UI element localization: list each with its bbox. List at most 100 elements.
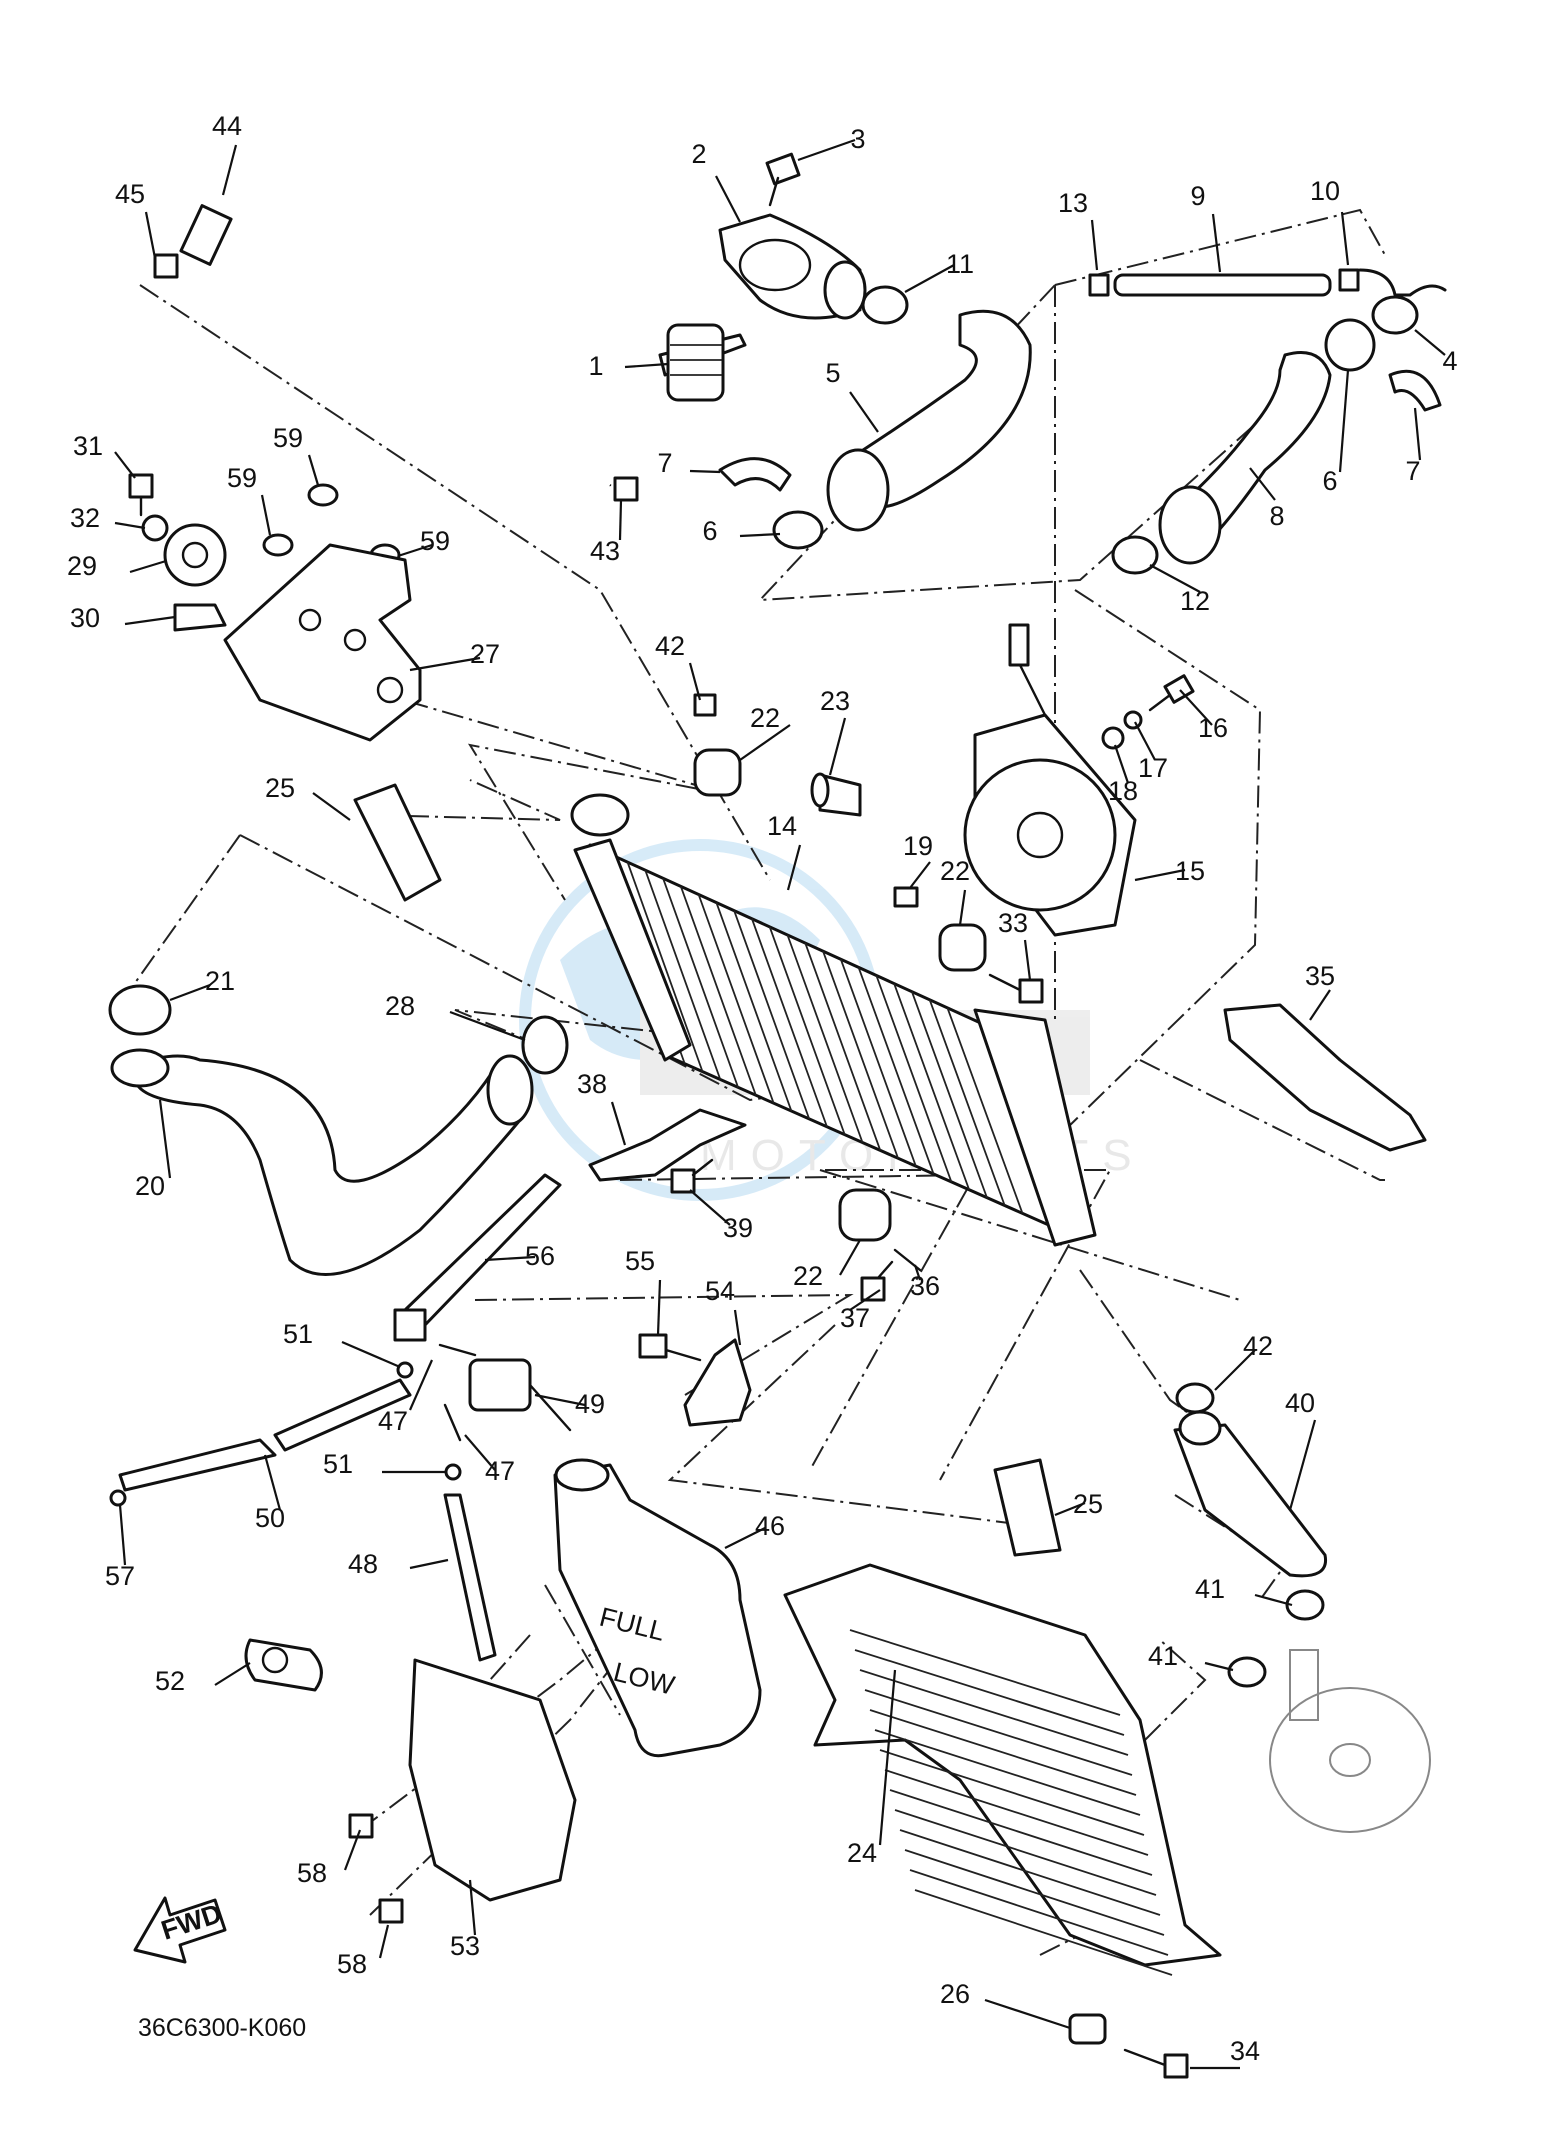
callout-33[interactable]: 33 <box>998 908 1032 981</box>
callout-22[interactable]: 22 <box>793 1239 861 1291</box>
callout-38[interactable]: 38 <box>577 1069 627 1146</box>
callout-23[interactable]: 23 <box>820 686 850 776</box>
radiator-fin <box>857 967 935 1175</box>
callout-16[interactable]: 16 <box>1179 689 1228 743</box>
callout-36[interactable]: 36 <box>910 1264 940 1301</box>
callout-2[interactable]: 2 <box>691 139 741 223</box>
callout-number: 6 <box>702 516 717 546</box>
callout-12[interactable]: 12 <box>1149 564 1210 616</box>
callout-31[interactable]: 31 <box>73 431 136 479</box>
part-20-lower-hose <box>110 1048 534 1276</box>
callout-59[interactable]: 59 <box>227 463 272 536</box>
callout-9[interactable]: 9 <box>1190 181 1222 273</box>
callout-11[interactable]: 11 <box>904 249 974 293</box>
callout-45[interactable]: 45 <box>115 179 157 259</box>
callout-5[interactable]: 5 <box>825 358 879 433</box>
callout-number: 41 <box>1148 1641 1178 1671</box>
callout-26[interactable]: 26 <box>940 1979 1071 2030</box>
callout-number: 58 <box>297 1858 327 1888</box>
radiator-fin <box>804 942 882 1151</box>
callout-42[interactable]: 42 <box>655 631 702 701</box>
callout-44[interactable]: 44 <box>212 111 242 196</box>
callout-41[interactable]: 41 <box>1195 1574 1293 1607</box>
callout-58[interactable]: 58 <box>297 1829 362 1888</box>
callout-49[interactable]: 49 <box>534 1389 605 1419</box>
part-31-bolt <box>128 473 154 517</box>
callout-1[interactable]: 1 <box>588 351 669 381</box>
callout-58[interactable]: 58 <box>337 1924 390 1979</box>
callout-28[interactable]: 28 <box>385 991 526 1042</box>
callout-7[interactable]: 7 <box>657 448 721 478</box>
callout-3[interactable]: 3 <box>797 124 866 162</box>
callout-8[interactable]: 8 <box>1249 467 1285 531</box>
callout-22[interactable]: 22 <box>739 703 791 761</box>
callout-37[interactable]: 37 <box>840 1289 881 1333</box>
callout-30[interactable]: 30 <box>70 603 176 633</box>
callout-47[interactable]: 47 <box>378 1359 434 1436</box>
part-56-level-gauge <box>393 1173 562 1342</box>
callout-leader-line <box>1023 939 1032 981</box>
callout-25[interactable]: 25 <box>1054 1489 1103 1519</box>
callout-24[interactable]: 24 <box>847 1669 897 1868</box>
callout-leader-line <box>739 532 781 538</box>
callout-51[interactable]: 51 <box>283 1319 401 1369</box>
part-18-washer <box>1101 726 1125 750</box>
callout-21[interactable]: 21 <box>169 966 235 1002</box>
callout-55[interactable]: 55 <box>625 1246 662 1336</box>
callout-13[interactable]: 13 <box>1058 188 1099 271</box>
callout-29[interactable]: 29 <box>67 551 167 581</box>
part-51-clip-lower <box>444 1463 462 1481</box>
radiator-fin <box>822 950 899 1159</box>
part-19-nut <box>893 886 919 908</box>
grille-slat <box>909 1869 1169 1956</box>
callout-leader-line <box>343 1829 362 1871</box>
callout-leader-line <box>260 494 272 536</box>
callout-46[interactable]: 46 <box>724 1511 785 1549</box>
callout-20[interactable]: 20 <box>135 1099 172 1201</box>
callout-6[interactable]: 6 <box>702 516 781 546</box>
callout-4[interactable]: 4 <box>1414 329 1458 376</box>
callout-41[interactable]: 41 <box>1148 1641 1234 1672</box>
callout-42[interactable]: 42 <box>1214 1331 1273 1391</box>
callout-35[interactable]: 35 <box>1305 961 1335 1021</box>
callout-48[interactable]: 48 <box>348 1549 449 1579</box>
callout-number: 37 <box>840 1303 870 1333</box>
callout-number: 45 <box>115 179 145 209</box>
callout-56[interactable]: 56 <box>484 1241 555 1271</box>
callout-14[interactable]: 14 <box>767 811 802 891</box>
callout-27[interactable]: 27 <box>409 639 500 672</box>
callout-number: 47 <box>485 1456 515 1486</box>
callout-18[interactable]: 18 <box>1108 744 1138 806</box>
callout-leader-line <box>689 469 721 474</box>
callout-39[interactable]: 39 <box>689 1189 753 1243</box>
callout-43[interactable]: 43 <box>590 499 623 566</box>
callout-59[interactable]: 59 <box>397 526 450 558</box>
callout-10[interactable]: 10 <box>1310 176 1350 266</box>
callout-51[interactable]: 51 <box>323 1449 445 1479</box>
callout-52[interactable]: 52 <box>155 1662 251 1696</box>
callout-40[interactable]: 40 <box>1285 1388 1317 1511</box>
callout-54[interactable]: 54 <box>705 1276 742 1346</box>
callout-22[interactable]: 22 <box>940 856 970 926</box>
callout-34[interactable]: 34 <box>1190 2036 1260 2070</box>
callout-59[interactable]: 59 <box>273 423 320 486</box>
callout-53[interactable]: 53 <box>450 1879 480 1961</box>
radiator-fin <box>839 958 917 1167</box>
callout-50[interactable]: 50 <box>255 1454 285 1533</box>
callout-7[interactable]: 7 <box>1405 407 1422 486</box>
callout-17[interactable]: 17 <box>1134 721 1168 783</box>
part-22-damper-lower <box>838 1188 892 1242</box>
callout-19[interactable]: 19 <box>903 831 933 889</box>
callout-25[interactable]: 25 <box>265 773 351 821</box>
callout-15[interactable]: 15 <box>1134 856 1205 886</box>
callout-32[interactable]: 32 <box>70 503 146 533</box>
part-12-clamp <box>1111 535 1159 575</box>
grille-slat <box>874 1729 1141 1816</box>
callout-number: 23 <box>820 686 850 716</box>
callout-57[interactable]: 57 <box>105 1504 135 1591</box>
callout-6[interactable]: 6 <box>1322 369 1350 496</box>
part-42-clamp-lower <box>1175 1382 1215 1414</box>
part-39-bolt <box>670 1158 714 1194</box>
callout-47[interactable]: 47 <box>464 1434 515 1486</box>
callout-number: 4 <box>1442 346 1457 376</box>
